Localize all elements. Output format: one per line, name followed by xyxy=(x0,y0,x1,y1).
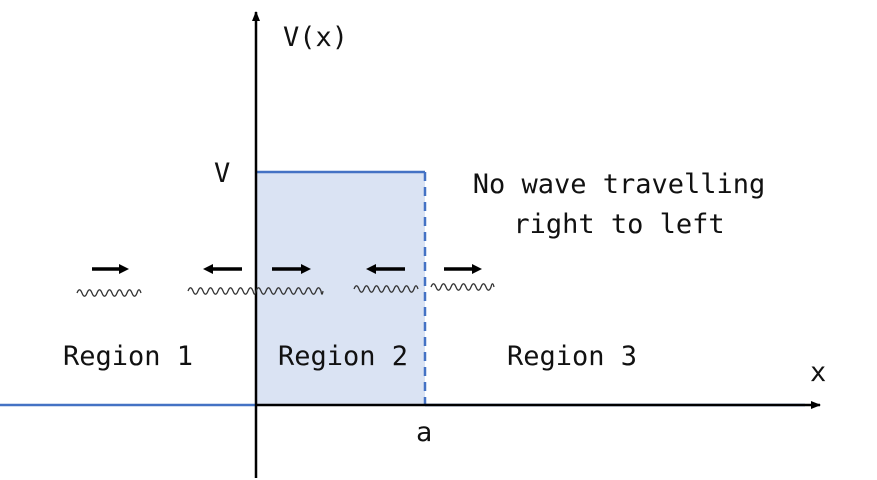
note-line-2: right to left xyxy=(513,209,724,240)
arrow-left-icon xyxy=(366,264,405,274)
arrow-right-icon xyxy=(444,264,482,274)
region-2-label: Region 2 xyxy=(278,341,408,372)
arrow-left-icon xyxy=(203,264,242,274)
barrier-height-label: V xyxy=(214,158,230,189)
waves-group xyxy=(76,264,495,297)
wavy-line-icon xyxy=(76,289,142,297)
note-line-1: No wave travelling xyxy=(473,169,766,200)
region-3-label: Region 3 xyxy=(507,341,637,372)
barrier-edge-label: a xyxy=(416,417,432,448)
wavy-line-icon xyxy=(430,283,495,291)
x-axis-label: x xyxy=(810,357,826,388)
arrow-right-icon xyxy=(272,264,311,274)
y-axis-label: V(x) xyxy=(283,22,348,53)
wavy-line-icon xyxy=(353,285,419,293)
arrow-right-icon xyxy=(92,264,129,274)
wavy-line-icon xyxy=(187,287,257,295)
region-1-label: Region 1 xyxy=(63,341,193,372)
barrier-region xyxy=(256,172,425,405)
wavy-line-icon xyxy=(255,287,324,295)
